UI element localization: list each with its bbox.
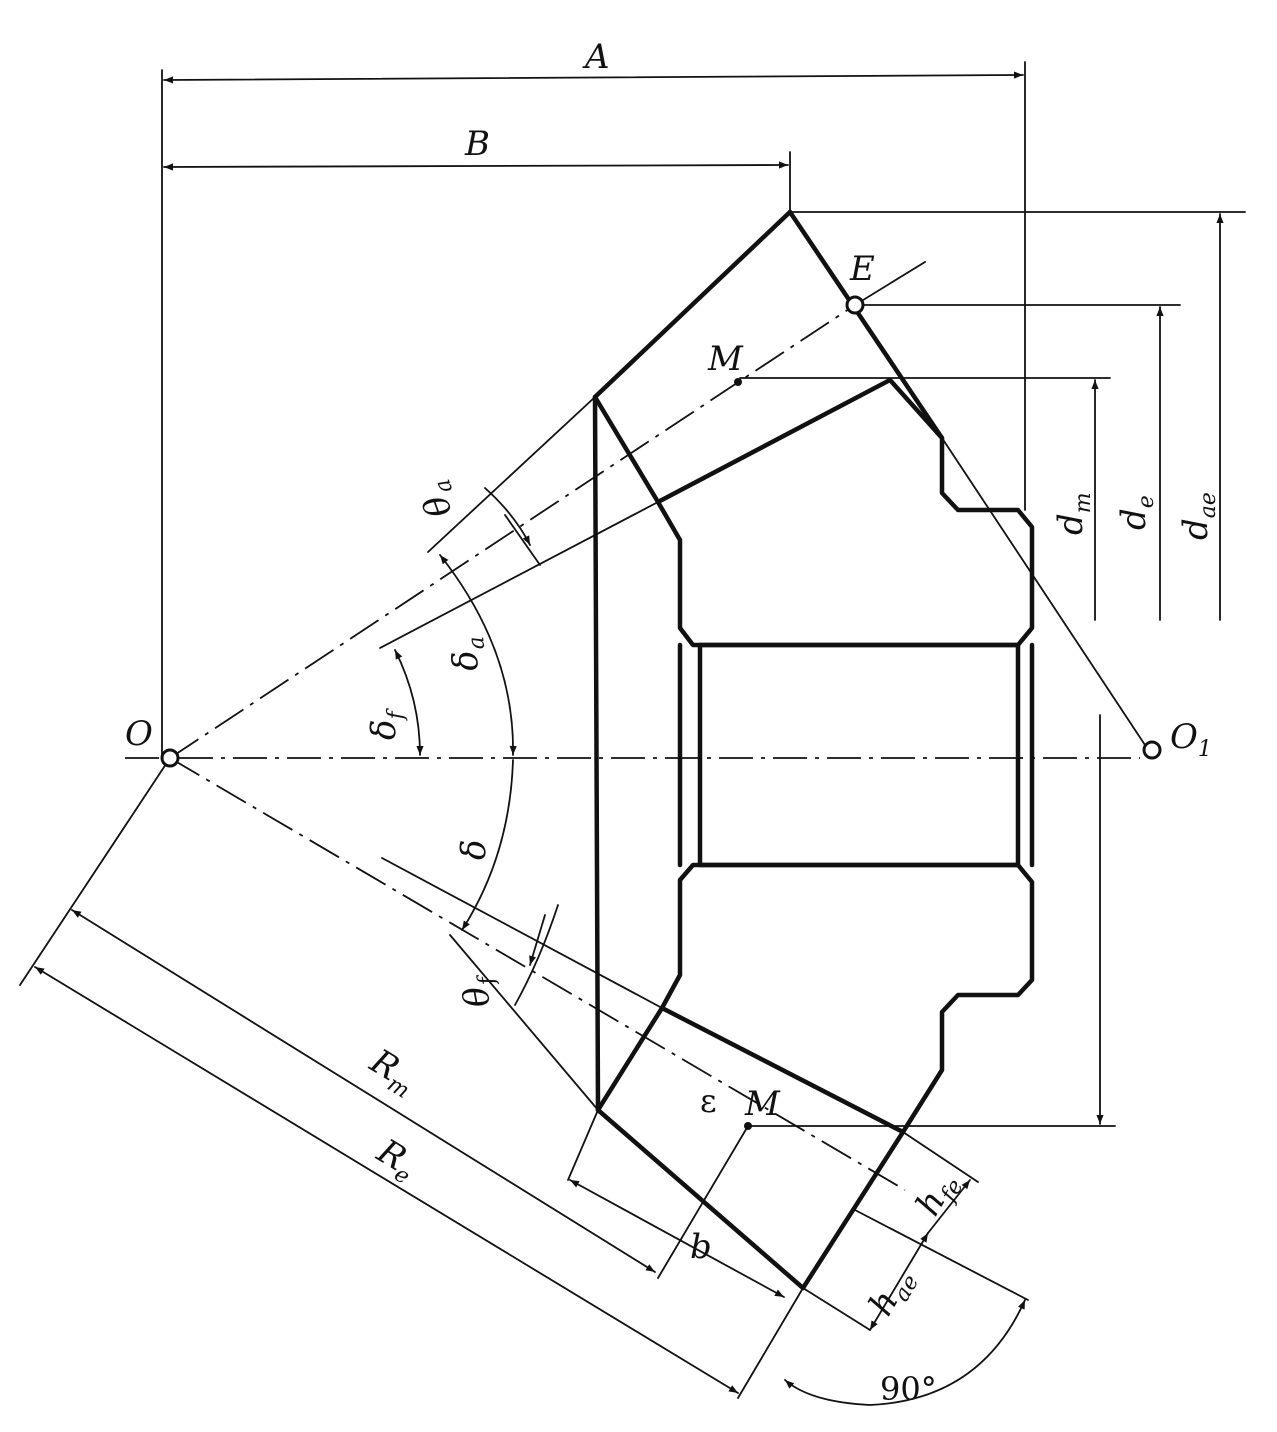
O-perp-line [19, 757, 171, 986]
label-B: B [464, 124, 490, 164]
gear-bore [697, 642, 1021, 868]
dim-b [569, 1179, 785, 1298]
inner-face-top [592, 394, 661, 505]
tick-theta-f [529, 914, 546, 966]
label-stray-mark: ε [700, 1082, 717, 1120]
back-cone-top [787, 209, 945, 441]
arc-delta [461, 759, 514, 931]
outer-cone-top [592, 209, 793, 400]
gear-body-upper-section [655, 377, 1035, 648]
dim-hfe [927, 1179, 971, 1234]
dim-Rm [71, 909, 656, 1273]
back-cone-ext-E [854, 261, 926, 306]
construction-lines [19, 61, 1246, 1399]
label-M-top: M [707, 339, 744, 379]
labels: A B E M M ε O O1 dm de dae θa δa δf δ θf [125, 37, 1221, 1408]
label-O: O [125, 714, 153, 754]
label-E: E [849, 249, 875, 289]
label-90-degrees: 90° [880, 1370, 937, 1408]
pitch-cone-bottom-axis [169, 757, 906, 1191]
arc-delta-f [394, 649, 424, 756]
ext-line-h-inner [802, 1287, 871, 1331]
label-R-e: Re [367, 1131, 424, 1190]
point-O1 [1142, 740, 1162, 760]
label-d-m: dm [1051, 492, 1096, 535]
label-b: b [690, 1227, 712, 1267]
dimension-lines [34, 71, 1224, 1406]
inner-face-left [592, 394, 601, 1113]
label-h-fe: hfe [908, 1165, 969, 1225]
points [160, 295, 1162, 1130]
pitch-cone-top-axis [169, 304, 856, 759]
inner-face-bottom [595, 1005, 665, 1113]
back-cone-to-O1 [941, 437, 1146, 746]
ext-line-h-outer [902, 1131, 979, 1183]
ext-line-b-left [567, 1109, 599, 1181]
dim-Re [34, 966, 739, 1394]
dim-A [163, 71, 1024, 84]
label-d-ae: dae [1176, 492, 1221, 540]
label-h-ae: hae [861, 1261, 924, 1325]
back-cone-bottom [800, 1129, 906, 1291]
label-d-e: de [1114, 495, 1159, 530]
gear-section-hatched [655, 377, 1035, 1135]
arc-delta-a [439, 554, 517, 756]
dim-B [163, 161, 789, 171]
arc-theta-a [484, 487, 531, 546]
tick-theta-a [504, 514, 541, 566]
gear-body-lower-section [659, 862, 1035, 1135]
point-E [845, 295, 865, 315]
arc-theta-f [514, 904, 559, 1006]
label-M-bottom: M [744, 1084, 781, 1124]
ext-line-Re-end [737, 1287, 804, 1399]
label-O1: O1 [1170, 717, 1212, 762]
label-delta-f: δf [364, 708, 409, 740]
point-O [160, 748, 180, 768]
point-M-top [734, 378, 742, 386]
face-cone-ext-top [427, 396, 596, 553]
label-A: A [582, 37, 610, 77]
label-theta-f: θf [454, 971, 504, 1011]
point-M-bottom [744, 1122, 752, 1130]
ext-line-h-mid [854, 1209, 1029, 1301]
label-delta: δ [454, 840, 494, 860]
label-theta-a: θa [411, 476, 465, 523]
axes [125, 304, 1140, 1191]
root-cone-top [379, 501, 659, 649]
label-delta-a: δa [444, 635, 492, 672]
root-cone-bottom [381, 857, 663, 1009]
arc-90 [784, 1299, 1026, 1406]
